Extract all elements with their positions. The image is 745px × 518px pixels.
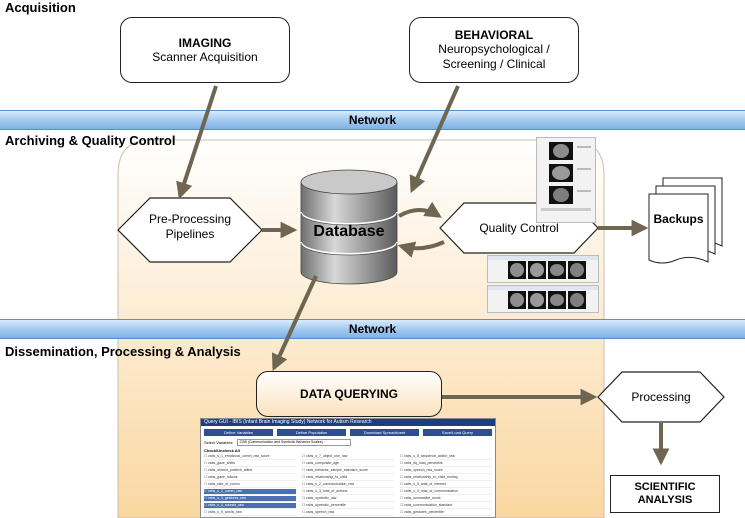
query-variable-row: ☐ csbs_rate_of_comm (204, 482, 296, 488)
query-column-3: ☐ csbs_s_8_sequence_action_raw☐ csbs_itq… (400, 454, 492, 517)
scientific-analysis-node: SCIENTIFIC ANALYSIS (610, 475, 720, 513)
query-variable-row: ☐ csbs_s_8_sequence_action_raw (400, 454, 492, 460)
query-variable-columns: ☐ csbs_s_1_emotional_comm_raw_score☐ csb… (201, 454, 495, 517)
query-variable-row: ☐ csbs_behavior_sample_standard_score (302, 468, 394, 474)
query-select-value: CSB (Communication and Symbolic Behavior… (236, 439, 351, 446)
database-label: Database (313, 223, 385, 240)
query-variable-row: ☐ csbs_s_1_emotional_comm_raw_score (204, 454, 296, 460)
query-variable-row: ☐ csbs_gaze_shifts (204, 461, 296, 467)
arrow-imaging-to-preprocessing (176, 85, 218, 200)
imaging-subtitle: Scanner Acquisition (152, 49, 258, 64)
query-variable-row: ☐ csbs_s_9_total_of_communication (400, 489, 492, 495)
query-variable-row: ☐ csbs_s_3_total_of_actions (302, 489, 394, 495)
processing-node (597, 371, 725, 423)
database-icon (300, 169, 398, 285)
query-variable-row: ☐ csbs_summative_score (400, 496, 492, 502)
qc-brain-row-1-image (488, 256, 598, 279)
arrow-qc-to-database (397, 240, 445, 258)
query-tab-save-load: Save/Load Query (423, 429, 492, 436)
behavioral-line2: Screening / Clinical (442, 57, 546, 71)
query-tab-download-spreadsheet: Download Spreadsheet (350, 429, 419, 436)
behavioral-node: BEHAVIORAL Neuropsychological / Screenin… (409, 17, 579, 83)
imaging-node: IMAGING Scanner Acquisition (120, 17, 290, 83)
query-check-all: Check/Uncheck All (204, 448, 240, 453)
query-variable-row: ☐ csbs_speech_raw (302, 510, 394, 516)
behavioral-title: BEHAVIORAL (454, 28, 534, 42)
qc-brain-row-2-image (488, 286, 598, 309)
preprocessing-line1: Pre-Processing (148, 212, 232, 226)
section-acquisition: Acquisition (5, 0, 76, 15)
behavioral-line1: Neuropsychological / (438, 42, 550, 56)
query-variable-row: ☐ csbs_itq_total_percentile (400, 461, 492, 467)
query-select-label: Select Variables (204, 440, 233, 445)
query-variable-row: ☐ csbs_s_4_sounds_raw (204, 503, 296, 509)
data-querying-node: DATA QUERYING (256, 371, 442, 417)
query-variable-row: ☐ csbs_s_2_comm_raw (204, 489, 296, 495)
qc-thumbnail-row-2 (487, 285, 599, 313)
scientific-analysis-line2: ANALYSIS (637, 494, 693, 506)
qc-thumbnail-row-1 (487, 255, 599, 283)
query-select-row: Select Variables CSB (Communication and … (201, 438, 495, 447)
imaging-title: IMAGING (178, 35, 232, 50)
query-tab-define-population: Define Population (277, 429, 346, 436)
query-variable-row: ☐ csbs_communication_standard (400, 503, 492, 509)
query-variable-row: ☐ csbs_gaze_follows (204, 475, 296, 481)
arrow-behavioral-to-database (409, 85, 460, 194)
query-variable-row: ☐ csbs_relationship_to_child_ending (400, 475, 492, 481)
query-column-2: ☐ csbs_s_7_object_use_raw☐ csbs_composit… (302, 454, 394, 517)
preprocessing-label: Pre-Processing Pipelines (118, 212, 262, 242)
query-variable-row: ☐ csbs_relationship_to_child (302, 475, 394, 481)
query-tab-define-variables: Define Variables (204, 429, 273, 436)
query-gui-screenshot: Query GUI - IBIS (Infant Brain Imaging S… (200, 418, 496, 518)
query-variable-row: ☐ csbs_symbolic_percentile (302, 503, 394, 509)
query-variable-row: ☐ csbs_symbolic_raw (302, 496, 394, 502)
section-dissemination: Dissemination, Processing & Analysis (5, 344, 241, 359)
query-variable-row: ☐ csbs_composite_age (302, 461, 394, 467)
query-variable-row: ☐ csbs_s_3_gestures_raw (204, 496, 296, 502)
query-variable-row: ☐ csbs_s_5_words_raw (204, 510, 296, 516)
quality-control-label: Quality Control (479, 221, 559, 235)
query-variable-row: ☐ csbs_s_2_communication_raw (302, 482, 394, 488)
qc-brain-slices-image (541, 142, 591, 211)
network-bar-bottom: Network (0, 319, 745, 339)
arrow-database-to-querying (271, 275, 318, 372)
network-bar-top: Network (0, 110, 745, 130)
preprocessing-line2: Pipelines (165, 227, 215, 241)
network-label-top: Network (348, 113, 397, 127)
query-variable-row: ☐ csbs_speech_raw_score (400, 468, 492, 474)
query-gui-tabs: Define Variables Define Population Downl… (201, 426, 495, 438)
backups-icon (648, 177, 723, 264)
processing-label: Processing (631, 390, 691, 404)
query-gui-title: Query GUI - IBIS (Infant Brain Imaging S… (201, 419, 495, 426)
network-label-bottom: Network (348, 322, 397, 336)
backups-label: Backups (653, 212, 704, 226)
query-variable-row: ☐ csbs_gestures_percentile (400, 510, 492, 516)
query-variable-row: ☐ csbs_shared_positive_affect (204, 468, 296, 474)
section-archiving: Archiving & Quality Control (5, 133, 176, 148)
query-column-1: ☐ csbs_s_1_emotional_comm_raw_score☐ csb… (204, 454, 296, 517)
qc-thumbnail-stack (536, 137, 596, 223)
query-variable-row: ☐ csbs_s_9_total_of_interest (400, 482, 492, 488)
query-variable-row: ☐ csbs_s_7_object_use_raw (302, 454, 394, 460)
scientific-analysis-line1: SCIENTIFIC (634, 481, 696, 493)
arrow-database-to-qc (398, 201, 442, 218)
data-querying-label: DATA QUERYING (300, 387, 398, 401)
